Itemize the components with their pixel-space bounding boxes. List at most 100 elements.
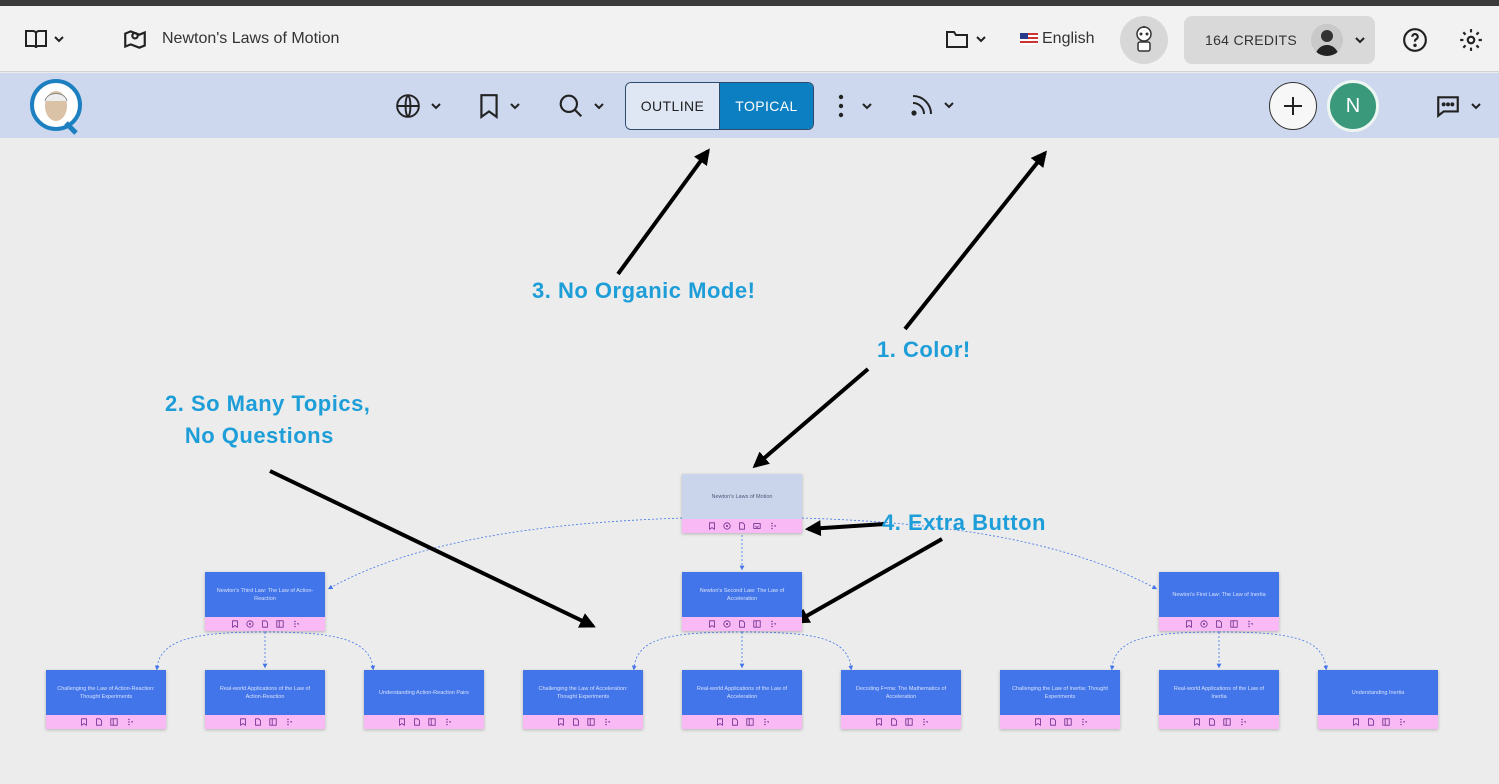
map-node-root[interactable]: Newton's Laws of Motion (682, 474, 802, 533)
document-icon[interactable] (738, 620, 746, 628)
document-icon[interactable] (1208, 718, 1216, 726)
panel-icon[interactable] (1230, 620, 1238, 628)
document-icon[interactable] (254, 718, 262, 726)
bookmark-icon[interactable] (239, 718, 247, 726)
map-node-level2[interactable]: Challenging the Law of Acceleration: Tho… (523, 670, 643, 729)
node-label: Challenging the Law of Acceleration: Tho… (523, 670, 643, 715)
more-vertical-icon[interactable] (768, 522, 776, 530)
bookmark-icon[interactable] (708, 620, 716, 628)
help-button[interactable] (1402, 27, 1428, 53)
bookmark-icon[interactable] (557, 718, 565, 726)
more-vertical-icon[interactable] (768, 620, 776, 628)
panel-icon[interactable] (1381, 718, 1390, 726)
panel-icon[interactable] (276, 620, 284, 628)
bookmark-icon[interactable] (1034, 718, 1042, 726)
topical-mode-button[interactable]: TOPICAL (720, 83, 813, 129)
document-icon[interactable] (572, 718, 580, 726)
bookmark-icon[interactable] (716, 718, 724, 726)
target-icon[interactable] (1200, 620, 1208, 628)
map-node-level2[interactable]: Challenging the Law of Action-Reaction: … (46, 670, 166, 729)
connector (631, 631, 743, 671)
search-menu[interactable] (558, 93, 606, 119)
document-icon[interactable] (1215, 620, 1223, 628)
document-icon[interactable] (95, 718, 103, 726)
app-header: Newton's Laws of Motion English 164 CRED… (0, 6, 1499, 72)
bookmark-icon[interactable] (398, 718, 406, 726)
more-vertical-icon[interactable] (443, 718, 451, 726)
map-node-level2[interactable]: Understanding Action-Reaction Pairs (364, 670, 484, 729)
bookmark-icon[interactable] (1352, 718, 1360, 726)
document-icon[interactable] (1049, 718, 1057, 726)
extra-action-icon[interactable] (753, 522, 761, 530)
settings-button[interactable] (1458, 27, 1484, 53)
document-icon[interactable] (738, 522, 746, 530)
user-avatar-button[interactable]: N (1327, 80, 1379, 132)
panel-icon[interactable] (904, 718, 913, 726)
map-node-level2[interactable]: Real-world Applications of the Law of In… (1159, 670, 1279, 729)
more-vertical-icon[interactable] (291, 620, 299, 628)
target-icon[interactable] (723, 620, 731, 628)
chevron-down-icon (508, 99, 522, 113)
mind-map-canvas[interactable]: 1. Color! 2. So Many Topics, No Question… (0, 138, 1499, 784)
bookmark-icon[interactable] (1185, 620, 1193, 628)
document-icon[interactable] (890, 718, 898, 726)
more-vertical-icon[interactable] (1397, 718, 1405, 726)
panel-icon[interactable] (427, 718, 436, 726)
more-vertical-icon[interactable] (125, 718, 133, 726)
more-vertical-icon[interactable] (920, 718, 928, 726)
more-vertical-icon[interactable] (1238, 718, 1246, 726)
bookmark-icon[interactable] (80, 718, 88, 726)
map-node-level1[interactable]: Newton's First Law: The Law of Inertia (1159, 572, 1279, 631)
node-actions (46, 715, 166, 729)
panel-icon[interactable] (1063, 718, 1072, 726)
more-vertical-icon[interactable] (284, 718, 292, 726)
document-icon[interactable] (261, 620, 269, 628)
node-label: Challenging the Law of Action-Reaction: … (46, 670, 166, 715)
bookmark-icon[interactable] (708, 522, 716, 530)
map-node-level2[interactable]: Understanding Inertia (1318, 670, 1438, 729)
chat-menu[interactable] (1435, 93, 1483, 119)
folder-menu[interactable] (944, 27, 988, 51)
more-vertical-icon[interactable] (1245, 620, 1253, 628)
bookmark-icon[interactable] (231, 620, 239, 628)
document-icon[interactable] (413, 718, 421, 726)
map-node-level2[interactable]: Challenging the Law of Inertia: Thought … (1000, 670, 1120, 729)
assistant-button[interactable] (1120, 16, 1168, 64)
chevron-down-icon (974, 32, 988, 46)
feed-menu[interactable] (910, 93, 956, 117)
node-label: Newton's Laws of Motion (682, 474, 802, 519)
more-vertical-icon[interactable] (1079, 718, 1087, 726)
map-node-level2[interactable]: Real-world Applications of the Law of Ac… (205, 670, 325, 729)
map-node-level2[interactable]: Decoding F=ma: The Mathematics of Accele… (841, 670, 961, 729)
panel-icon[interactable] (109, 718, 118, 726)
map-node-level1[interactable]: Newton's Second Law: The Law of Accelera… (682, 572, 802, 631)
panel-icon[interactable] (268, 718, 277, 726)
more-vertical-icon[interactable] (761, 718, 769, 726)
panel-icon[interactable] (1222, 718, 1231, 726)
document-title-area[interactable]: Newton's Laws of Motion (122, 26, 339, 52)
map-node-level2[interactable]: Real-world Applications of the Law of Ac… (682, 670, 802, 729)
target-icon[interactable] (246, 620, 254, 628)
language-selector[interactable]: English (1020, 30, 1094, 48)
document-icon[interactable] (731, 718, 739, 726)
target-icon[interactable] (723, 522, 731, 530)
map-node-level1[interactable]: Newton's Third Law: The Law of Action-Re… (205, 572, 325, 631)
more-options-menu[interactable] (836, 93, 874, 119)
panel-icon[interactable] (586, 718, 595, 726)
panel-icon[interactable] (753, 620, 761, 628)
bookmark-menu[interactable] (478, 93, 522, 119)
document-icon[interactable] (1367, 718, 1375, 726)
credits-label: 164 CREDITS (1205, 32, 1297, 48)
globe-menu[interactable] (395, 93, 443, 119)
app-logo[interactable] (30, 79, 84, 135)
credits-button[interactable]: 164 CREDITS (1184, 16, 1375, 64)
view-mode-toggle: OUTLINE TOPICAL (625, 82, 814, 130)
more-vertical-icon[interactable] (602, 718, 610, 726)
outline-mode-button[interactable]: OUTLINE (626, 83, 720, 129)
library-menu[interactable] (24, 27, 66, 51)
bookmark-icon[interactable] (1193, 718, 1201, 726)
panel-icon[interactable] (745, 718, 754, 726)
bookmark-icon[interactable] (875, 718, 883, 726)
add-button[interactable] (1269, 82, 1317, 130)
chevron-down-icon (52, 32, 66, 46)
